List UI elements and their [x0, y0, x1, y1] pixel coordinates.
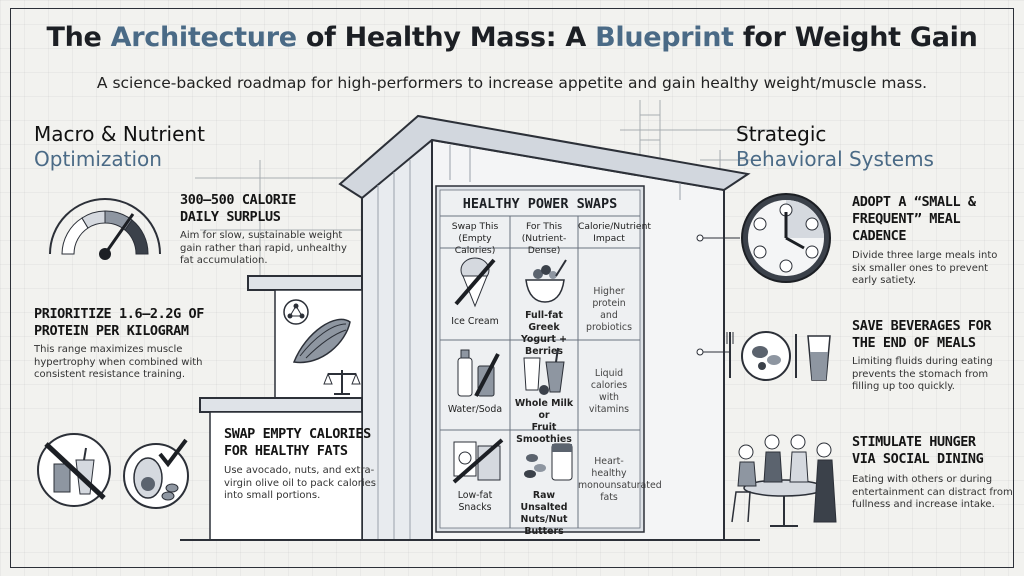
plate-and-glass-icon	[726, 331, 831, 381]
item-healthy-fats-body: Use avocado, nuts, and extra-virgin oliv…	[224, 465, 376, 501]
balance-scale-icon	[323, 370, 361, 395]
row2-swap: Water/Soda	[447, 404, 503, 415]
table-col-for-header: For This(Nutrient-Dense)	[521, 221, 567, 256]
muscle-molecule-icon	[283, 299, 351, 364]
crossed-snacks-icon	[452, 438, 504, 484]
social-dining-icon	[731, 434, 837, 527]
crossed-soda-icon	[37, 433, 111, 507]
crossed-ice-cream-icon	[454, 257, 496, 308]
right-section-heading: Strategic Behavioral Systems	[736, 122, 934, 171]
table-title: HEALTHY POWER SWAPS	[462, 196, 618, 212]
gauge-icon	[49, 198, 161, 260]
avocado-check-icon	[123, 438, 189, 509]
yogurt-bowl-icon	[525, 259, 567, 303]
nuts-jar-icon	[524, 443, 573, 481]
page-title: The Architecture of Healthy Mass: A Blue…	[46, 22, 978, 53]
meal-clock-icon	[741, 193, 831, 283]
crossed-water-soda-icon	[457, 349, 500, 397]
table-col-swap-header: Swap This(Empty Calories)	[451, 221, 499, 256]
row1-swap: Ice Cream	[451, 316, 499, 327]
page-subtitle: A science-backed roadmap for high-perfor…	[96, 74, 928, 92]
left-section-heading: Macro & Nutrient Optimization	[34, 122, 205, 171]
milk-smoothie-icon	[523, 347, 565, 395]
page-frame	[10, 8, 1014, 568]
